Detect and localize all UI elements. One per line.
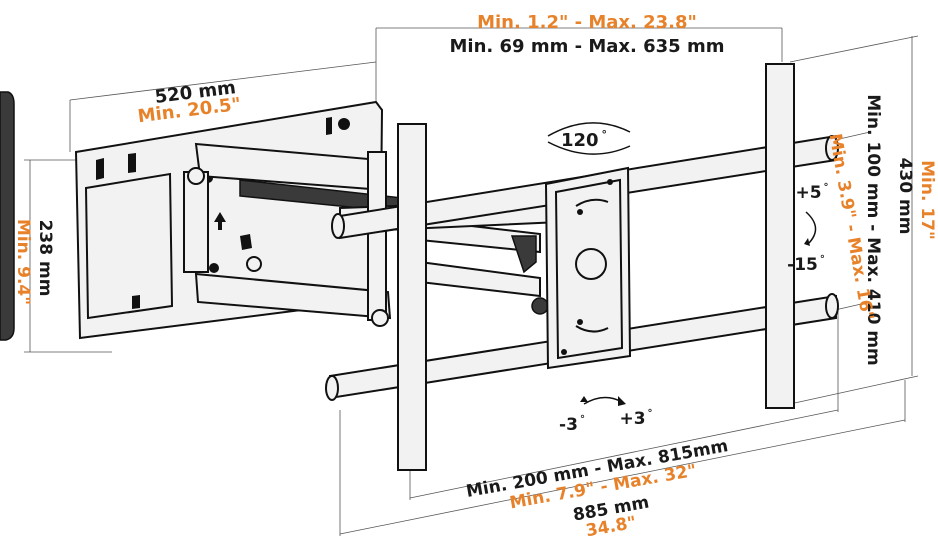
right-upright bbox=[765, 63, 795, 409]
upper-rail-cap-left bbox=[331, 213, 345, 239]
lower-rail-cap-right bbox=[825, 293, 839, 319]
tilt-lever bbox=[510, 235, 537, 274]
height-dim-top bbox=[789, 35, 919, 63]
extension-inch: Min. 1.2" - Max. 23.8" bbox=[477, 12, 697, 33]
width-dim-line bbox=[339, 419, 906, 535]
vesa-uprights bbox=[397, 63, 795, 471]
wall-plate-cutout bbox=[84, 172, 174, 320]
wall-pivot bbox=[183, 171, 209, 273]
bracket-height-inch: Min. 17" bbox=[917, 160, 937, 240]
upper-rail-cap-right bbox=[825, 135, 839, 161]
swivel-arc-icon bbox=[547, 122, 631, 137]
height-dim-bottom bbox=[789, 375, 919, 405]
plate-height-mm: 238 mm bbox=[35, 220, 55, 297]
swivel-label: 120° bbox=[561, 128, 607, 151]
bracket-height-mm: 430 mm bbox=[895, 158, 915, 235]
tilt-head bbox=[544, 166, 632, 370]
dimension-lines bbox=[24, 27, 919, 536]
vesa-vertical-mm: Min. 100 mm - Max. 410 mm bbox=[863, 94, 883, 366]
tv-edge-silhouette bbox=[0, 91, 15, 341]
tilt-up-label: +5° bbox=[795, 182, 828, 203]
rotate-arc-icon bbox=[583, 396, 623, 405]
vesa-h-dim-line bbox=[409, 409, 839, 499]
lower-rail-cap-left bbox=[325, 375, 339, 401]
up-arrow-icon bbox=[214, 212, 226, 230]
tilt-down-label: -15° bbox=[787, 254, 825, 275]
lower-arm-1 bbox=[194, 272, 392, 320]
tilt-arc-icon bbox=[805, 211, 817, 245]
plate-height-inch: Min. 9.4" bbox=[13, 219, 33, 305]
middle-pivot bbox=[367, 151, 387, 321]
extension-mm: Min. 69 mm - Max. 635 mm bbox=[450, 36, 725, 57]
rotate-left-label: -3° bbox=[559, 414, 585, 435]
left-upright bbox=[397, 123, 427, 471]
depth-dim-line bbox=[69, 61, 377, 101]
tilt-head-hub bbox=[575, 248, 607, 280]
vesa-v-dim-bottom bbox=[834, 301, 871, 311]
rotate-right-label: +3° bbox=[619, 408, 652, 429]
vesa-v-dim-top bbox=[834, 131, 871, 141]
lock-knob bbox=[531, 297, 549, 315]
